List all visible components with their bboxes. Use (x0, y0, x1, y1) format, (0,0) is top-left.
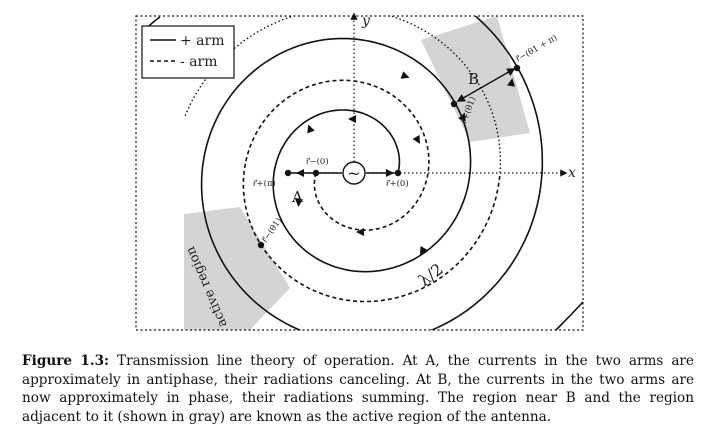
y-axis-label: y (361, 13, 371, 29)
label-r-minus-0: r⃗−(0) (305, 156, 328, 167)
point-r-minus-theta1-pi (513, 64, 521, 72)
legend-minus-label: - arm (180, 54, 218, 70)
voltage-source-circle (342, 161, 366, 185)
arrow-plus-3 (400, 71, 410, 79)
feed-arrow-minus (296, 169, 304, 177)
point-r-plus-pi (284, 169, 292, 177)
x-axis-label: x (568, 165, 576, 181)
arrow-outer-2 (458, 112, 466, 122)
caption-figure-label: Figure 1.3: (22, 353, 110, 369)
label-r-minus-theta1-pi: r⃗−(θ1 + π) (513, 32, 559, 65)
arrow-minus-4 (420, 246, 428, 255)
arrow-plus-1 (348, 115, 356, 123)
arrow-minus-3 (356, 228, 364, 236)
b-double-arrow (456, 68, 516, 102)
label-half-wavelength: λ/2 (415, 259, 447, 290)
legend-plus-label: + arm (180, 33, 225, 49)
voltage-source-symbol: ~ (347, 164, 360, 183)
feed-arrow-plus (386, 169, 394, 177)
point-r-plus-theta1 (450, 100, 458, 108)
label-r-minus-theta1: r⃗−(θ1) (259, 216, 284, 246)
arrow-minus-1 (412, 135, 420, 144)
point-r-minus-0 (312, 169, 320, 177)
legend-box (141, 25, 235, 79)
arrow-minus-2 (307, 124, 315, 134)
spiral-antenna-diagram: x y ~ r⃗+(0) r⃗−(0) r⃗+(π) A B r⃗+(θ1) r… (135, 12, 584, 331)
arrow-plus-2 (295, 198, 303, 207)
caption-text: Transmission line theory of operation. A… (22, 353, 694, 425)
figure-caption: Figure 1.3: Transmission line theory of … (22, 352, 694, 426)
corner-arc-bottom-right (555, 301, 584, 331)
point-r-minus-theta1 (257, 241, 265, 249)
point-r-plus-0 (394, 169, 402, 177)
dotted-frame (135, 15, 584, 331)
label-r-plus-0: r⃗+(0) (385, 178, 408, 189)
label-point-a: A (291, 188, 303, 206)
label-r-plus-pi: r⃗+(π) (252, 178, 275, 189)
label-point-b: B (468, 70, 479, 88)
